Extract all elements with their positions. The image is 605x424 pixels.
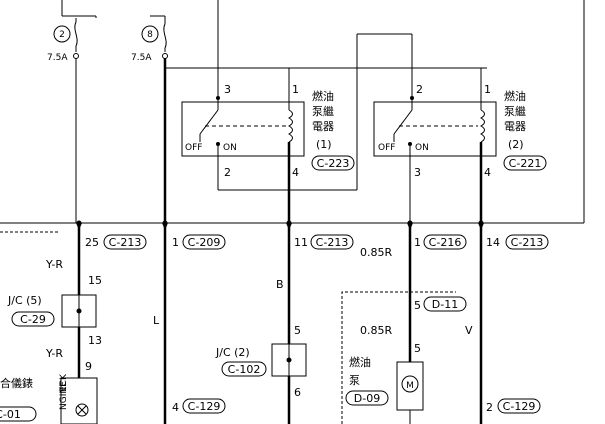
motor-symbol: M (406, 381, 414, 391)
jc5-label: J/C (5) (7, 294, 42, 307)
relay-2-name-2: 泵繼 (504, 104, 526, 118)
w5-bottom-connector: C-129 (503, 400, 536, 413)
fuse-8-badge (141, 25, 159, 43)
w3-color: B (276, 278, 284, 291)
d11-connector: D-11 (432, 298, 458, 311)
jc5-next-pin: 9 (85, 360, 92, 373)
relay-1-pin-bottom-left: 2 (224, 166, 231, 179)
jc5-bottom-pin: 13 (88, 334, 102, 347)
relay-1-off: OFF (185, 143, 202, 153)
relay-1-name-3: 電器 (312, 120, 334, 133)
relay-2: 2 1 OFF ON 3 4 燃油 泵繼 電器 (2) C-221 (373, 68, 547, 179)
splice-dots (76, 220, 484, 230)
w2-color: L (153, 314, 160, 327)
d11-pin: 5 (414, 299, 421, 312)
relay-2-name-4: (2) (508, 138, 524, 151)
w1-color: Y-R (45, 258, 63, 271)
jc5-connector: C-29 (20, 313, 46, 326)
jc5-color-below: Y-R (45, 347, 63, 360)
w4-pin: 1 (414, 236, 421, 249)
relay-2-coil-icon (479, 109, 485, 143)
w5-bottom-pin: 2 (486, 401, 493, 414)
relay-2-connector: C-221 (509, 157, 542, 170)
relay-1-pin-bottom-right: 4 (292, 166, 299, 179)
relay-2-pin-bottom-right: 4 (484, 166, 491, 179)
jc5: 15 J/C (5) C-29 13 Y-R 9 (7, 274, 102, 373)
w5-pin: 14 (486, 236, 500, 249)
relay-1-coil-icon (287, 109, 293, 143)
meter-text: 合儀錶 (0, 376, 33, 390)
w2-connector: C-209 (188, 236, 221, 249)
fuse-8: 8 7.5A (131, 23, 168, 63)
fuse-2: 2 7.5A (47, 18, 79, 63)
wire-w1: 25 C-213 Y-R (45, 234, 147, 271)
w2-bottom-pin: 4 (172, 401, 179, 414)
relay-1-box (181, 101, 305, 157)
d11-size: 0.85R (360, 324, 392, 337)
jc2-bottom-pin: 6 (294, 386, 301, 399)
w3-connector: C-213 (316, 236, 349, 249)
jc2-connector: C-102 (228, 363, 261, 376)
jc2-label: J/C (2) (215, 346, 250, 359)
fuse-2-element (74, 21, 78, 47)
fuse-2-number: 2 (59, 30, 65, 40)
relay-1-name-2: 泵繼 (312, 104, 334, 118)
relay-2-pin-top-left: 2 (416, 83, 423, 96)
combination-meter: 合儀錶 ECK NGINE C-01 (0, 373, 98, 424)
fuel-pump-section: 5 D-11 0.85R 5 燃油 泵 D-09 M (341, 291, 467, 424)
w1-pin: 25 (85, 236, 99, 249)
meter-connector: C-01 (0, 408, 21, 421)
jc2-top-pin: 5 (294, 324, 301, 337)
w5-color: V (465, 324, 473, 337)
w3-pin: 11 (294, 236, 308, 249)
wire-w2: 1 C-209 L 4 C-129 (153, 234, 226, 414)
relay-1-connector: C-223 (317, 157, 350, 170)
fuse-8-number: 8 (147, 30, 153, 40)
fuse-2-rating: 7.5A (47, 53, 68, 63)
jc2: 5 J/C (2) C-102 6 (215, 324, 307, 399)
relay-2-name-3: 電器 (504, 120, 526, 133)
relay-2-off: OFF (378, 143, 395, 153)
relay-1: 3 1 OFF ON 2 4 燃油 泵繼 電器 (1) C-223 (181, 68, 355, 424)
meter-small-1: ECK (59, 373, 69, 392)
harness-wires (0, 58, 483, 424)
fuse-8-rating: 7.5A (131, 53, 152, 63)
fuse-8-element (163, 23, 167, 49)
relay-1-name-4: (1) (316, 138, 332, 151)
fuse-2-badge (53, 25, 71, 43)
relay-2-pin-top-right: 1 (484, 83, 491, 96)
w2-bottom-connector: C-129 (188, 400, 221, 413)
relay-1-on: ON (223, 143, 237, 153)
w1-connector: C-213 (109, 236, 142, 249)
d11-pin-2: 5 (414, 342, 421, 355)
motor-icon (401, 375, 419, 393)
fuel-pump-name-2: 泵 (349, 374, 360, 387)
wire-w4: 0.85R 1 C-216 (360, 234, 467, 259)
check-engine-lamp-icon (75, 403, 89, 417)
fuel-pump-connector: D-09 (354, 392, 380, 405)
wire-w5: 14 C-213 V 2 C-129 (465, 234, 549, 414)
w4-size: 0.85R (360, 246, 392, 259)
w4-connector: C-216 (429, 236, 462, 249)
relay-2-on: ON (415, 143, 429, 153)
relay-1-name-1: 燃油 (312, 89, 334, 103)
w5-connector: C-213 (511, 236, 544, 249)
fuel-pump-name-1: 燃油 (349, 355, 371, 369)
jc5-top-pin: 15 (88, 274, 102, 287)
wire-w3: 11 C-213 B (276, 234, 354, 291)
meter-small-2: NGINE (59, 381, 69, 410)
relay-2-pin-bottom-left: 3 (414, 166, 421, 179)
relay-2-name-1: 燃油 (504, 89, 526, 103)
relay-2-box (373, 101, 497, 157)
w2-pin: 1 (172, 236, 179, 249)
relay-1-pin-top-left: 3 (224, 83, 231, 96)
relay-1-pin-top-right: 1 (292, 83, 299, 96)
